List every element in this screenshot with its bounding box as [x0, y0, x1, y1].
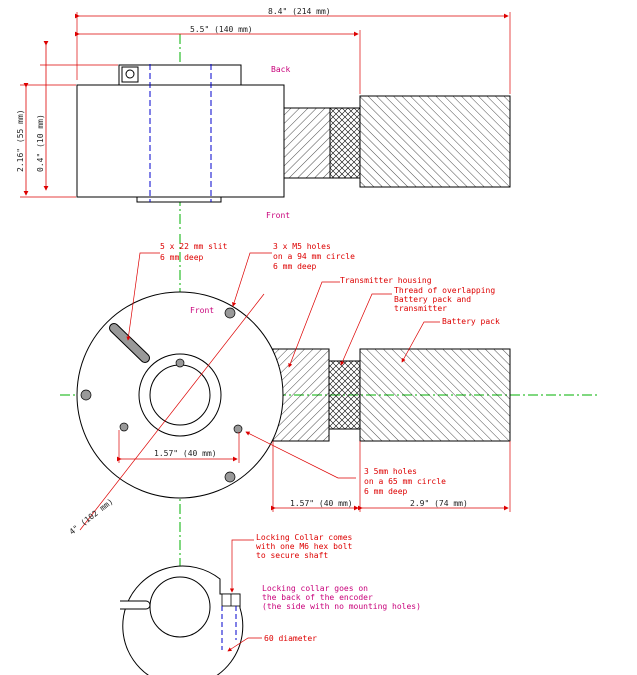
side-thread [329, 107, 361, 179]
collar-diameter-leader [227, 637, 262, 652]
bore-offset-label: 1.57" (40 mm) [154, 449, 217, 458]
front-label-top: Front [266, 211, 290, 220]
side-view: 8.4" (214 mm) 5.5" (140 mm) 2.16" (55 mm… [16, 7, 511, 230]
collar-diameter-label: 60 diameter [264, 634, 317, 643]
locking-collar-view: Locking Collar comes with one M6 hex bol… [120, 533, 421, 675]
small-holes-note-1: 3 5mm holes [364, 467, 417, 476]
front-battery-pack [359, 348, 511, 442]
collar-note-1: Locking Collar comes [256, 533, 353, 542]
housing-leader [288, 281, 340, 368]
housing-offset-label: 1.57" (40 mm) [290, 499, 353, 508]
collar-back-note-2: the back of the encoder [262, 593, 373, 602]
mounting-hole [224, 307, 236, 319]
thread-note-2: Battery pack and [394, 295, 471, 304]
collar-slot [120, 600, 151, 610]
diameter-label: 4" (102 mm) [68, 497, 115, 537]
m5-note-1: 3 x M5 holes [273, 242, 331, 251]
collar-bolt-head [121, 66, 139, 83]
bottom-flange [136, 196, 222, 203]
bore-outer [138, 353, 222, 437]
m5-leader [232, 252, 272, 307]
small-holes-leader [245, 431, 356, 479]
back-label: Back [271, 65, 290, 74]
small-holes-note-2: on a 65 mm circle [364, 477, 446, 486]
thread-note-3: transmitter [394, 304, 447, 313]
encoder-disc [76, 291, 284, 499]
collar-outline [122, 565, 244, 675]
m5-note-3: 6 mm deep [273, 262, 317, 271]
collar-bolt-icon [125, 69, 135, 79]
overall-length-label: 8.4" (214 mm) [268, 7, 331, 16]
slit-note-2: 6 mm deep [160, 253, 204, 262]
small-hole [119, 422, 129, 432]
small-holes-note-3: 6 mm deep [364, 487, 408, 496]
small-hole [233, 424, 243, 434]
battery-leader [401, 321, 440, 363]
body-height-label: 0.4" (10 mm) [36, 114, 45, 172]
collar-back-note-1: Locking collar goes on [262, 584, 368, 593]
side-battery-pack [359, 95, 511, 188]
thread-note-1: Thread of overlapping [394, 286, 495, 295]
body-length-label: 5.5" (140 mm) [190, 25, 253, 34]
encoder-body [76, 84, 285, 198]
battery-note: Battery pack [442, 317, 500, 326]
slit-leader [126, 252, 160, 341]
mounting-hole [80, 389, 92, 401]
collar-back-note-3: (the side with no mounting holes) [262, 602, 421, 611]
slit-note-1: 5 x 22 mm slit [160, 242, 228, 251]
battery-length-label: 2.9" (74 mm) [410, 499, 468, 508]
front-view: Front 4" (102 mm) 1.57" (40 mm) 1.57" (4… [60, 234, 600, 665]
overall-height-label: 2.16" (55 mm) [16, 109, 25, 172]
front-label-circle: Front [190, 306, 214, 315]
housing-note: Transmitter housing [340, 276, 432, 285]
side-transmitter-housing [283, 107, 331, 179]
thread-leader [340, 293, 392, 366]
mounting-hole [224, 471, 236, 483]
m5-note-2: on a 94 mm circle [273, 252, 355, 261]
front-thread [328, 360, 361, 430]
collar-note-2: with one M6 hex bolt [256, 542, 353, 551]
collar-bolt-leader [229, 539, 254, 593]
diameter-dim [79, 293, 265, 531]
collar-note-3: to secure shaft [256, 551, 328, 560]
small-hole [175, 358, 185, 368]
